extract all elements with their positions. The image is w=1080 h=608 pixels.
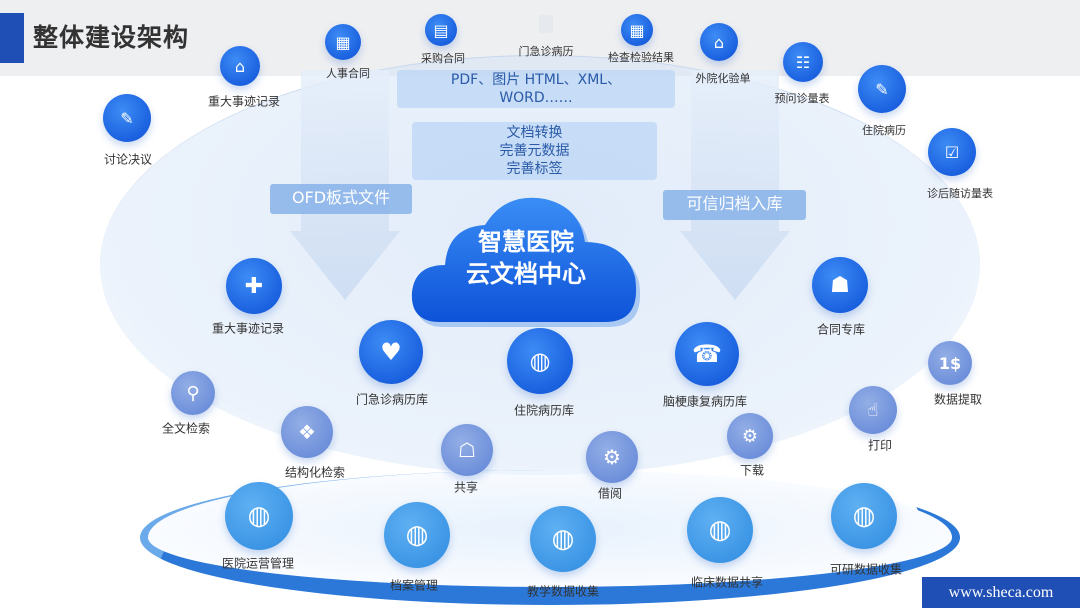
search-icon[interactable]: ⚲ <box>171 371 215 415</box>
formats-line: WORD…… <box>499 90 573 106</box>
library-label: 门急诊病历库 <box>355 392 429 407</box>
function-label: 共享 <box>453 480 479 495</box>
application-label: 临床数据共享 <box>690 575 764 590</box>
page-title: 整体建设架构 <box>33 23 190 52</box>
lab-icon[interactable]: ⌂ <box>700 23 738 61</box>
purchase-icon[interactable]: ▤ <box>425 14 457 46</box>
function-label: 下载 <box>739 463 765 478</box>
pill-globe-icon[interactable]: ◍ <box>831 483 897 549</box>
ofd-tag: OFD板式文件 <box>270 184 412 214</box>
process-line: 文档转换 <box>506 125 563 141</box>
share-icon[interactable]: ☖ <box>441 424 493 476</box>
process-line: 完善标签 <box>506 161 563 177</box>
exam-icon[interactable]: ▦ <box>621 14 653 46</box>
pill-globe-icon[interactable]: ◍ <box>687 497 753 563</box>
cloud-icon <box>411 197 641 327</box>
function-label: 数据提取 <box>933 392 983 407</box>
questionnaire-icon[interactable]: ☷ <box>783 42 823 82</box>
record-icon[interactable]: ⌂ <box>220 46 260 86</box>
document-icon[interactable]: ✎ <box>103 94 151 142</box>
function-label: 结构化检索 <box>284 465 346 480</box>
archive-tag: 可信归档入库 <box>663 190 806 220</box>
source-label: 诊后随访量表 <box>927 187 993 200</box>
process-line: 完善元数据 <box>499 143 570 159</box>
source-label: 人事合同 <box>326 67 370 80</box>
rehab-icon[interactable]: ☎ <box>675 322 739 386</box>
structure-icon[interactable]: ❖ <box>281 406 333 458</box>
pill-globe-icon[interactable]: ◍ <box>507 328 573 394</box>
application-label: 医院运营管理 <box>221 556 295 571</box>
pill-globe-icon[interactable]: ◍ <box>530 506 596 572</box>
source-label: 预问诊量表 <box>774 92 830 105</box>
extract-icon[interactable]: 1$ <box>928 341 972 385</box>
library-label: 重大事迹记录 <box>211 321 285 336</box>
source-label: 采购合同 <box>421 52 465 65</box>
title-accent-bar <box>0 13 24 63</box>
followup-icon[interactable]: ☑ <box>928 128 976 176</box>
contract-icon[interactable]: ▦ <box>325 24 361 60</box>
library-label: 住院病历库 <box>513 403 575 418</box>
cloud-line: 智慧医院 <box>478 228 574 256</box>
source-label: 讨论决议 <box>103 152 153 167</box>
application-label: 教学数据收集 <box>526 584 600 599</box>
source-label: 住院病历 <box>862 124 906 137</box>
cloud-title: 智慧医院 云文档中心 <box>410 226 642 290</box>
footer-url[interactable]: www.sheca.com <box>922 577 1080 608</box>
process-box: 文档转换 完善元数据 完善标签 <box>412 122 657 180</box>
function-label: 全文检索 <box>161 421 211 436</box>
borrow-icon[interactable]: ⚙ <box>586 431 638 483</box>
heart-monitor-icon[interactable]: ♥ <box>359 320 423 384</box>
pill-globe-icon[interactable]: ◍ <box>384 502 450 568</box>
source-label: 重大事迹记录 <box>207 94 281 109</box>
function-label: 打印 <box>867 438 893 453</box>
library-label: 合同专库 <box>816 322 866 337</box>
source-label: 门急诊病历 <box>518 45 574 58</box>
application-label: 可研数据收集 <box>829 562 903 577</box>
print-icon[interactable]: ☝ <box>849 386 897 434</box>
formats-box: PDF、图片 HTML、XML、 WORD…… <box>397 70 675 108</box>
source-label: 检查检验结果 <box>608 51 674 64</box>
outpatient-icon[interactable] <box>539 15 553 33</box>
pill-globe-icon[interactable]: ◍ <box>225 482 293 550</box>
application-label: 档案管理 <box>389 578 439 593</box>
cloud-line: 云文档中心 <box>466 260 586 288</box>
formats-line: PDF、图片 HTML、XML、 <box>450 72 622 88</box>
briefcase-icon[interactable]: ✚ <box>226 258 282 314</box>
library-label: 脑梗康复病历库 <box>662 394 748 409</box>
download-icon[interactable]: ⚙ <box>727 413 773 459</box>
contract-library-icon[interactable]: ☗ <box>812 257 868 313</box>
source-label: 外院化验单 <box>695 72 751 85</box>
function-label: 借阅 <box>597 486 623 501</box>
inpatient-icon[interactable]: ✎ <box>858 65 906 113</box>
